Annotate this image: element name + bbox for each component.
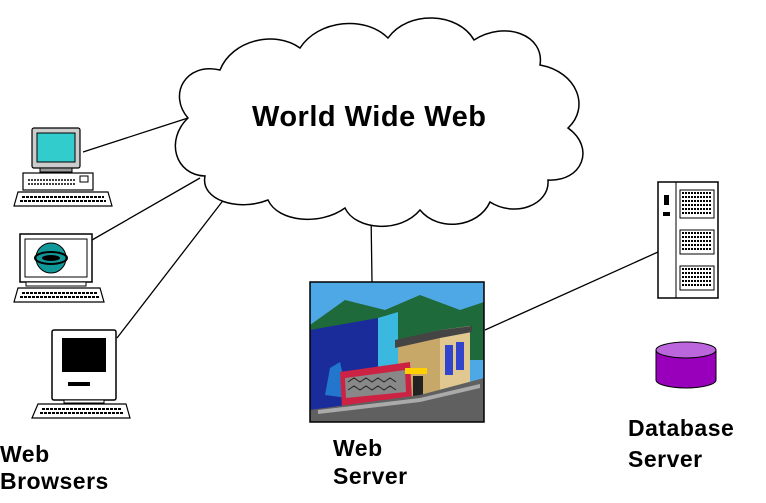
web-server-building-icon: [309, 281, 485, 423]
cloud-shape: [174, 17, 584, 228]
desktop-computer-icon: [13, 127, 113, 207]
database-cylinder-icon: [655, 341, 717, 389]
mac-computer-icon: [31, 329, 131, 419]
cloud-title: World Wide Web: [252, 101, 487, 133]
link-mac-to-web: [116, 197, 226, 339]
database-server-label-line2: Server: [628, 446, 703, 472]
monitor-globe-icon: [13, 233, 105, 303]
link-monitor-to-web: [91, 177, 201, 241]
database-server-label-line1: Database: [628, 415, 735, 441]
link-webserver-to-database: [484, 251, 659, 331]
web-browsers-label-line2: Browsers: [0, 468, 109, 494]
link-desktop-to-web: [82, 117, 189, 153]
web-server-label-line2: Server: [333, 463, 408, 489]
web-browsers-label-line1: Web: [0, 441, 50, 467]
database-server-tower-icon: [657, 181, 719, 299]
web-server-label-line1: Web: [333, 435, 383, 461]
